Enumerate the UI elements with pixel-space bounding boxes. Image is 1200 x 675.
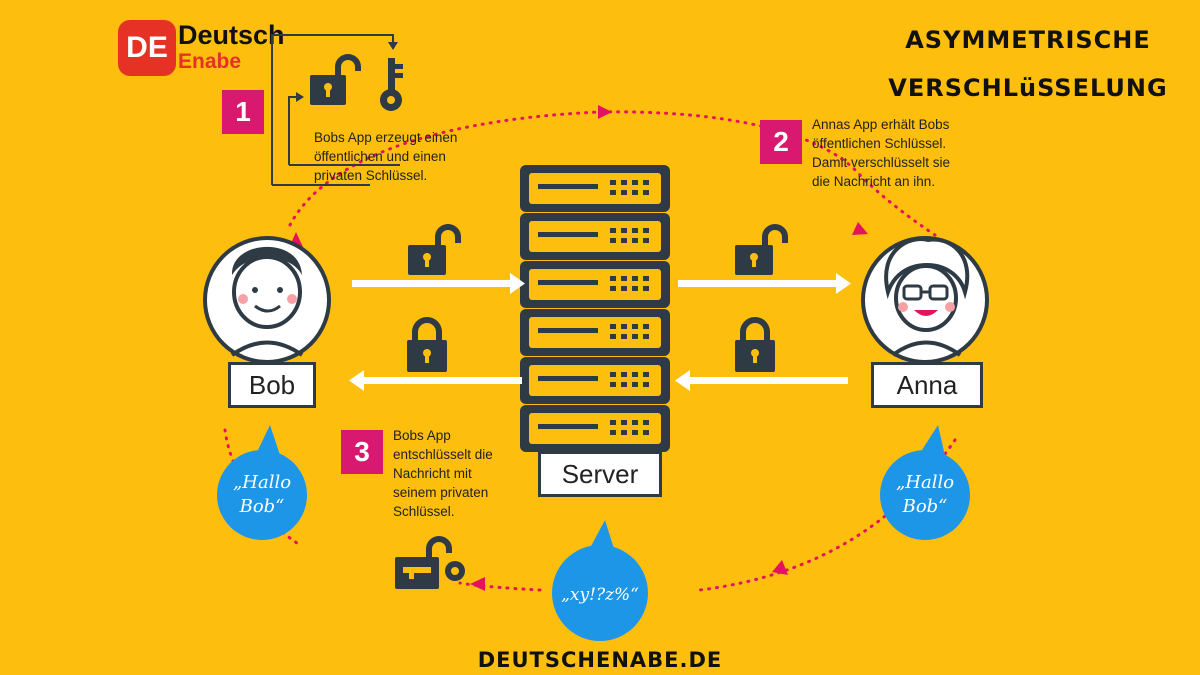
step-3-line-3: Nachricht mit [393, 466, 472, 481]
bubble-right-line-2: Bob“ [902, 496, 948, 517]
bubble-right-line-1: „Hallo [896, 472, 954, 493]
cycle-arrow-top [598, 105, 612, 119]
bubble-middle: „xy!?z%“ [552, 520, 648, 641]
step-2-line-1: Annas App erhält Bobs [812, 117, 950, 132]
step-3-line-4: seinem privaten [393, 485, 489, 500]
flow-arrows [349, 273, 851, 391]
step-1-text: Bobs App erzeugt einen öffentlichen und … [314, 128, 514, 185]
key-icon [380, 58, 403, 111]
bubble-left-line-2: Bob“ [239, 496, 285, 517]
bob-avatar [203, 236, 331, 364]
cycle-arrowheads [289, 105, 868, 591]
unlock-key-icon [395, 536, 465, 589]
bubble-right: „Hallo Bob“ [880, 425, 970, 540]
arrow-anna-to-server [675, 370, 848, 391]
bracket-arrow-icon-2 [296, 92, 304, 102]
logo-badge: DE [118, 20, 176, 76]
anna-avatar [861, 236, 989, 364]
step-2-text: Annas App erhält Bobs öffentlichen Schlü… [812, 115, 1022, 191]
step-3-text: Bobs App entschlüsselt die Nachricht mit… [393, 426, 533, 521]
step-2-line-3: Damit verschlüsselt sie [812, 155, 951, 170]
arrow-server-to-anna [678, 273, 851, 294]
step-1-line-2: öffentlichen und einen [314, 149, 446, 164]
cycle-arrow-bottom [470, 577, 485, 591]
step-3-badge: 3 [341, 430, 383, 474]
open-padlock-icon [310, 54, 361, 105]
closed-padlock-icon [735, 317, 775, 372]
closed-padlock-icon [407, 317, 447, 372]
bubble-left: „Hallo Bob“ [217, 425, 307, 540]
bracket-arrow-icon [388, 42, 398, 50]
page-title: ASYMMETRISCHE VERSCHLüSSELUNG [878, 16, 1178, 112]
step-1-line-3: privaten Schlüssel. [314, 168, 428, 183]
step-1-line-1: Bobs App erzeugt einen [314, 130, 458, 145]
server-rack-icon [520, 165, 670, 452]
step-2-line-4: die Nachricht an ihn. [812, 174, 936, 189]
step-3-line-5: Schlüssel. [393, 504, 455, 519]
arrow-bob-to-server [352, 273, 525, 294]
logo-word-enabe: Enabe [178, 50, 242, 73]
server-label: Server [538, 451, 662, 497]
step-2-badge: 2 [760, 120, 802, 164]
open-padlock-icon [735, 224, 788, 275]
logo-word-deutsch: Deutsch [178, 20, 285, 50]
step-2-line-2: öffentlichen Schlüssel. [812, 136, 947, 151]
cycle-arrow-right-top [852, 222, 868, 235]
step-3-line-1: Bobs App [393, 428, 451, 443]
dotted-cycle [223, 110, 957, 592]
step-1-badge: 1 [222, 90, 264, 134]
cycle-arrow-right-bottom [772, 560, 788, 575]
arrow-server-to-bob [349, 370, 522, 391]
bubble-left-line-1: „Hallo [233, 472, 291, 493]
step-3-line-2: entschlüsselt die [393, 447, 493, 462]
bubble-middle-text: „xy!?z%“ [561, 585, 639, 605]
title-line-1: ASYMMETRISCHE [905, 26, 1151, 54]
title-line-2: VERSCHLüSSELUNG [888, 74, 1168, 102]
bob-label: Bob [228, 362, 316, 408]
footer-url: DEUTSCHENABE.DE [477, 648, 723, 672]
anna-label: Anna [871, 362, 983, 408]
open-padlock-icon [408, 224, 461, 275]
